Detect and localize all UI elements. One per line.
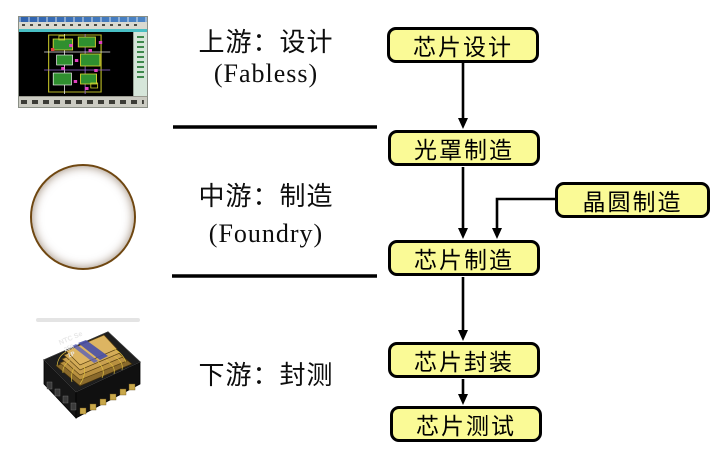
eda-window-statusbar	[19, 96, 147, 107]
node-photomask-manufacturing: 光罩制造	[388, 130, 540, 166]
node-chip-manufacturing: 芯片制造	[388, 240, 540, 276]
downstream-label-cn: 下游：封测	[198, 361, 334, 390]
arrowhead-packaging-to-testing	[458, 394, 468, 405]
node-chip-testing: 芯片测试	[390, 406, 542, 442]
eda-window-toolstrip	[19, 29, 147, 32]
arrowhead-design-to-photomask	[458, 118, 468, 129]
eda-layout-canvas	[19, 32, 133, 96]
packaged-chip-art: NTC Se 256 1P	[36, 318, 141, 420]
chip-marking-line3: 1P	[67, 351, 76, 359]
node-wafer-manufacturing: 晶圆制造	[555, 182, 710, 218]
silicon-wafer-image	[30, 164, 136, 270]
chip-marking-line2: 256	[63, 344, 75, 354]
eda-window-menubar	[19, 22, 147, 29]
midstream-label-cn: 中游：制造	[198, 182, 334, 211]
upstream-label-en: (Fabless)	[213, 59, 319, 88]
ic-layout-art	[19, 32, 133, 96]
node-chip-design: 芯片设计	[387, 27, 539, 63]
eda-window-titlebar	[19, 17, 147, 22]
arrowhead-photomask-to-chipmfg	[458, 228, 468, 239]
packaged-chip-image: NTC Se 256 1P	[14, 316, 146, 442]
arrowhead-chipmfg-to-packaging	[458, 330, 468, 341]
node-chip-packaging: 芯片封装	[388, 342, 540, 378]
upstream-label-cn: 上游：设计	[198, 28, 334, 57]
chip-design-software-image	[18, 16, 148, 108]
eda-window-sidepanel	[133, 32, 147, 96]
midstream-label-en: (Foundry)	[208, 219, 324, 248]
arrowhead-wafer-to-chipmfg	[492, 228, 502, 239]
